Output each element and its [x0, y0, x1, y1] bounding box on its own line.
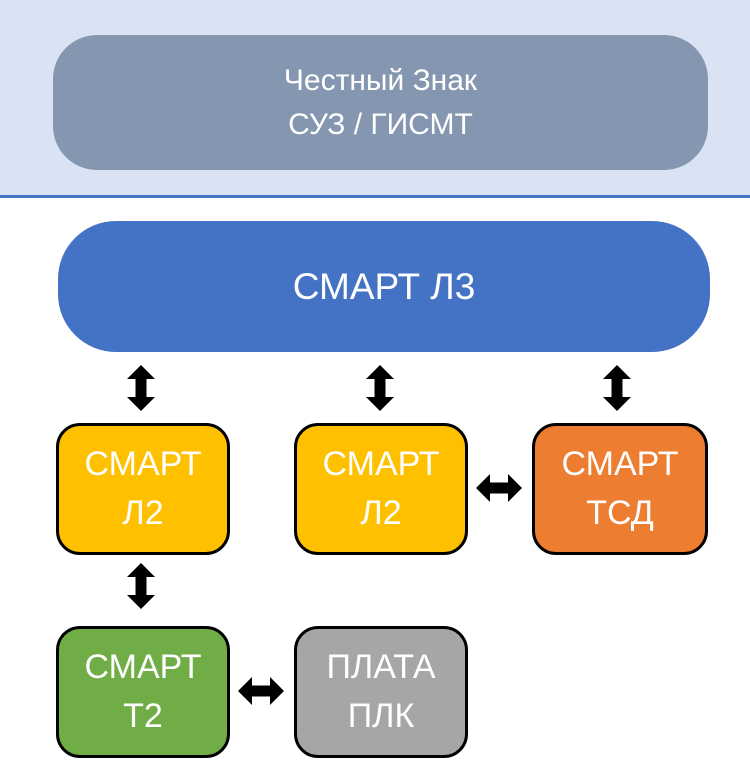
node-chestny-znak-line1: Честный Знак: [283, 63, 478, 97]
double-arrow-vertical-icon: [366, 365, 394, 411]
double-arrow-vertical-icon: [603, 365, 631, 411]
node-smart-t2-line1: СМАРТ: [84, 648, 202, 686]
node-smart-l2-left-line1: СМАРТ: [84, 445, 202, 483]
node-smart-t2-line2: Т2: [123, 697, 163, 735]
section-divider: [0, 195, 750, 198]
node-smart-tsd-line1: СМАРТ: [561, 445, 679, 483]
double-arrow-vertical-icon: [127, 563, 155, 609]
node-smart-l2-left: СМАРТ Л2: [56, 423, 230, 555]
node-plata-plk-line2: ПЛК: [347, 697, 415, 735]
double-arrow-vertical-icon: [127, 365, 155, 411]
node-plata-plk: ПЛАТА ПЛК: [294, 626, 468, 758]
node-chestny-znak: Честный Знак СУЗ / ГИСМТ: [53, 35, 708, 170]
double-arrow-horizontal-icon: [238, 677, 284, 705]
node-smart-l2-mid-line2: Л2: [360, 494, 402, 532]
node-smart-l2-mid-line1: СМАРТ: [322, 445, 440, 483]
double-arrow-horizontal-icon: [476, 474, 522, 502]
node-smart-l3-label: СМАРТ Л3: [292, 265, 476, 307]
node-plata-plk-line1: ПЛАТА: [326, 648, 436, 686]
node-smart-l3: СМАРТ Л3: [58, 221, 710, 352]
node-smart-t2: СМАРТ Т2: [56, 626, 230, 758]
node-smart-l2-mid: СМАРТ Л2: [294, 423, 468, 555]
node-smart-l2-left-line2: Л2: [122, 494, 164, 532]
node-smart-tsd: СМАРТ ТСД: [532, 423, 708, 555]
node-smart-tsd-line2: ТСД: [586, 494, 654, 532]
node-chestny-znak-line2: СУЗ / ГИСМТ: [288, 107, 473, 141]
